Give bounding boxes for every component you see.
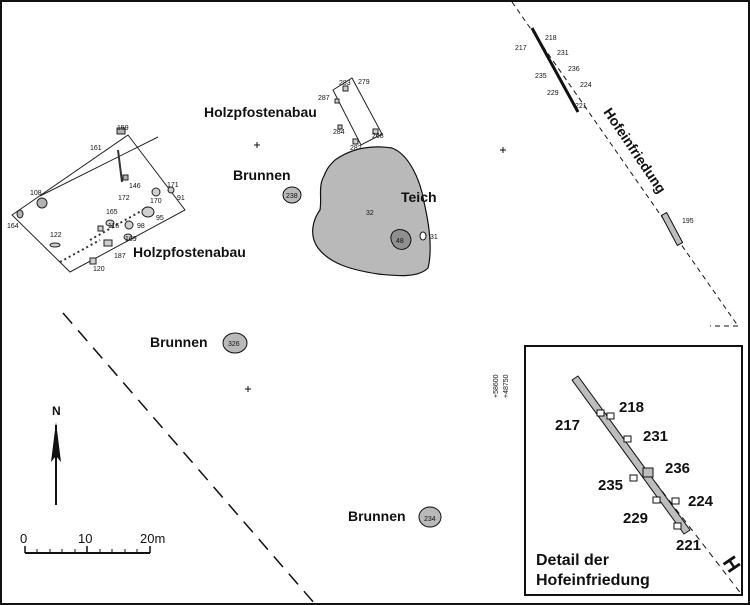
scale-label-20: 20m (140, 531, 165, 546)
post-label: 268 (372, 133, 384, 140)
post-label: 95 (156, 215, 164, 222)
pond-pit-label: 48 (396, 238, 404, 245)
inset-post-label: 229 (623, 510, 648, 527)
post-label: 284 (333, 129, 345, 136)
fence-post-label: 236 (568, 66, 580, 73)
pond-post-label: 31 (430, 234, 438, 241)
label-brunnen-326: Brunnen (150, 334, 208, 350)
fence-post-195-label: 195 (682, 218, 694, 225)
inset-post-label: 236 (665, 460, 690, 477)
north-arrow-label: N (52, 404, 61, 418)
coord-easting: +48750 (503, 374, 510, 398)
post-label: 171 (167, 182, 179, 189)
post-label: 146 (129, 183, 141, 190)
svg-text:238: 238 (286, 193, 298, 200)
boundary-line (62, 312, 316, 605)
fence-line: 218 217 231 236 235 224 229 221 195 (511, 1, 739, 327)
post-label: 283 (339, 80, 351, 87)
well-326: 326 (222, 332, 248, 354)
inset-title-line1: Detail der (536, 552, 609, 569)
inset-post-label: 224 (688, 493, 714, 510)
post-label: 91 (177, 195, 185, 202)
scale-bar: 0 10 20m (20, 531, 165, 554)
post-label: 159 (117, 125, 129, 132)
fence-post-label: 218 (545, 35, 557, 42)
inset-post-label: 235 (598, 477, 623, 494)
post-label: 98 (137, 223, 145, 230)
post-label: 187 (114, 253, 126, 260)
post-label: 165 (106, 209, 118, 216)
inset-detail: 218 217 231 236 235 224 229 221 H Detail… (524, 345, 744, 596)
fence-post-label: 231 (557, 50, 569, 57)
inset-post-label: 231 (643, 428, 668, 445)
coord-northing: +58600 (493, 374, 500, 398)
inset-post-label: 217 (555, 417, 580, 434)
fence-post-label: 221 (575, 103, 587, 110)
scale-label-10: 10 (78, 531, 92, 546)
post-label: 282 (350, 145, 362, 152)
post-label: 170 (150, 198, 162, 205)
inset-post-label: 221 (676, 537, 701, 554)
label-holzpfostenabau-north: Holzpfostenabau (204, 104, 317, 120)
post-label: 169 (125, 236, 137, 243)
post-label: 116 (108, 223, 119, 230)
post-label: 120 (93, 266, 105, 273)
post-label: 122 (50, 232, 62, 239)
post-label: 172 (118, 195, 130, 202)
fence-post-label: 224 (580, 82, 592, 89)
inset-title-line2: Hofeinfriedung (536, 572, 650, 589)
well-234: 234 (418, 506, 442, 528)
north-building: 283 279 287 284 268 282 (318, 77, 384, 152)
label-brunnen-238: Brunnen (233, 167, 291, 183)
fence-post-label: 217 (515, 45, 527, 52)
west-building: 159 161 108 164 122 146 172 171 91 170 9… (7, 125, 186, 273)
svg-text:326: 326 (228, 341, 240, 348)
pond-label: 32 (366, 210, 374, 217)
post-label: 161 (90, 145, 102, 152)
fence-post-label: 229 (547, 90, 559, 97)
post-label: 108 (30, 190, 42, 197)
post-label: 164 (7, 223, 19, 230)
post-label: 279 (358, 79, 370, 86)
fence-post-label: 235 (535, 73, 547, 80)
post-label: 287 (318, 95, 330, 102)
scale-label-0: 0 (20, 531, 27, 546)
svg-text:234: 234 (424, 516, 436, 523)
inset-post-label: 218 (619, 399, 644, 416)
label-teich: Teich (401, 189, 437, 205)
label-brunnen-234: Brunnen (348, 508, 406, 524)
pond: 32 48 31 (312, 146, 438, 277)
north-arrow-icon (51, 422, 61, 505)
well-238: 238 (282, 186, 302, 204)
label-holzpfostenabau-west: Holzpfostenabau (133, 244, 246, 260)
grid-crosses (245, 142, 506, 392)
